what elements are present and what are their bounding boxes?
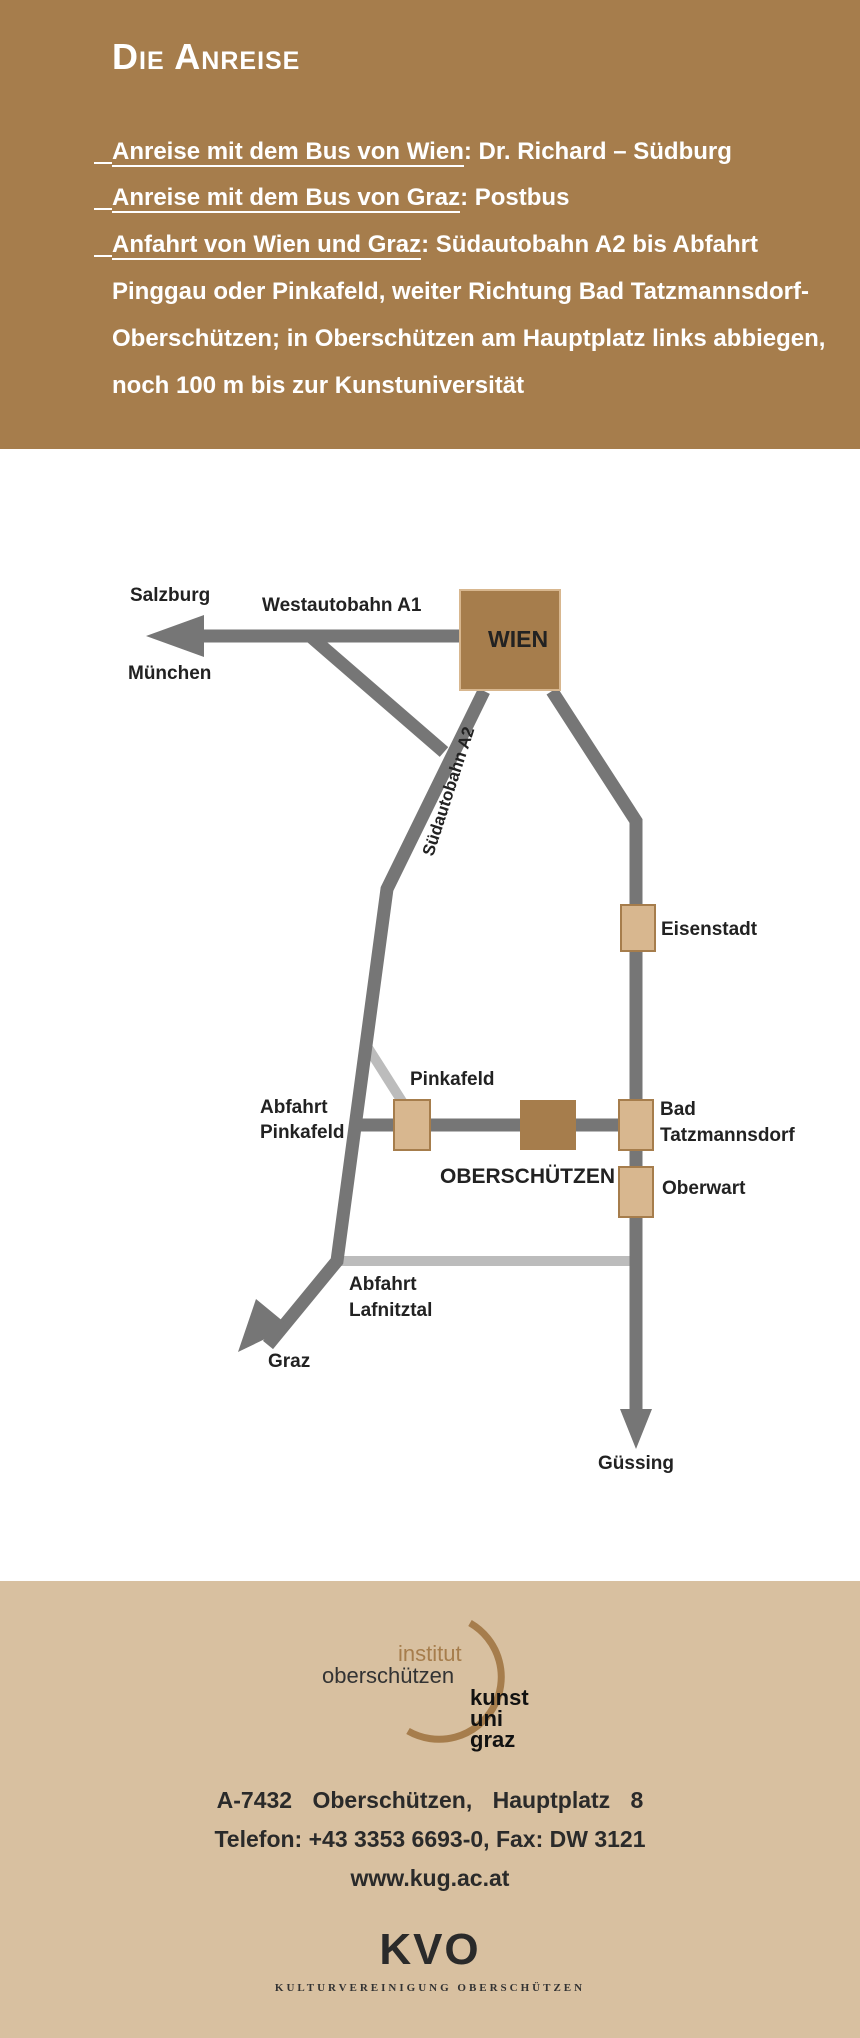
route-label: Anreise mit dem Bus von Wien — [112, 138, 464, 167]
kug-logo: institut oberschützen kunst uni graz — [322, 1619, 529, 1752]
route-bus-graz: Anreise mit dem Bus von Graz: Postbus — [112, 174, 852, 221]
arrow-salzburg — [146, 615, 204, 657]
page-title: Die Anreise — [112, 36, 301, 77]
label-abfahrt-pinkafeld-1: Abfahrt — [260, 1097, 328, 1118]
route-rule — [94, 162, 112, 164]
logo-institut: institut — [398, 1641, 462, 1666]
kvo-name: KULTURVEREINIGUNG OBERSCHÜTZEN — [274, 1982, 586, 1994]
route-map-svg: Salzburg München Westautobahn A1 WIEN Sü… — [128, 585, 795, 1474]
road-suedautobahn — [262, 688, 490, 1350]
label-salzburg: Salzburg — [130, 585, 210, 606]
kvo-logo-text: KVO — [379, 1925, 480, 1974]
arrow-graz — [238, 1299, 290, 1352]
label-oberwart: Oberwart — [662, 1178, 746, 1199]
route-rule — [94, 208, 112, 210]
wien-box — [459, 589, 561, 691]
label-pinkafeld: Pinkafeld — [410, 1069, 494, 1090]
phone-line: Telefon: +43 3353 6693-0, Fax: DW 3121 — [214, 1826, 646, 1852]
road-a1-a2-link — [305, 631, 449, 757]
header-band: Die Anreise Anreise mit dem Bus von Wien… — [0, 0, 860, 449]
oberwart-box — [618, 1166, 654, 1218]
bad-tatzmannsdorf-box — [618, 1099, 654, 1151]
logo-oberschuetzen: oberschützen — [322, 1663, 454, 1688]
route-rule — [94, 255, 112, 257]
label-wien: WIEN — [488, 626, 548, 652]
label-muenchen: München — [128, 663, 211, 684]
route-text: : Dr. Richard – Südburg — [463, 138, 732, 165]
kvo-logo: KVO — [379, 1925, 480, 1974]
label-guessing: Güssing — [598, 1453, 674, 1474]
label-westautobahn: Westautobahn A1 — [262, 595, 422, 616]
logo-graz: graz — [470, 1727, 515, 1752]
footer-band: institut oberschützen kunst uni graz A-7… — [0, 1581, 860, 2038]
eisenstadt-box — [620, 904, 656, 952]
route-text: : Südautobahn A2 bis Abfahrt Pinggau ode… — [112, 231, 826, 399]
logo-kunst: kunst — [470, 1685, 529, 1710]
website-link[interactable]: www.kug.ac.at — [350, 1865, 510, 1891]
label-abfahrt-lafnitztal-1: Abfahrt — [349, 1274, 417, 1295]
route-car: Anfahrt von Wien und Graz: Südautobahn A… — [112, 221, 852, 409]
route-bus-wien: Anreise mit dem Bus von Wien: Dr. Richar… — [112, 128, 852, 175]
oberschuetzen-box — [520, 1100, 576, 1150]
route-text: : Postbus — [460, 184, 570, 211]
route-label: Anreise mit dem Bus von Graz — [112, 184, 461, 213]
arrow-guessing — [620, 1409, 652, 1449]
route-map: Salzburg München Westautobahn A1 WIEN Sü… — [0, 449, 860, 1581]
label-oberschuetzen: OBERSCHÜTZEN — [440, 1165, 615, 1188]
pinkafeld-box — [393, 1099, 431, 1151]
label-graz: Graz — [268, 1351, 310, 1372]
label-abfahrt-lafnitztal-2: Lafnitztal — [349, 1300, 432, 1321]
label-abfahrt-pinkafeld-2: Pinkafeld — [260, 1122, 344, 1143]
logo-arc — [406, 1619, 505, 1743]
label-bad-2: Tatzmannsdorf — [660, 1125, 795, 1146]
road-wien-eisenstadt — [546, 687, 643, 1414]
logo-uni: uni — [470, 1706, 503, 1731]
label-bad-1: Bad — [660, 1099, 696, 1120]
route-label: Anfahrt von Wien und Graz — [112, 231, 422, 260]
address-line: A-7432 Oberschützen, Hauptplatz 8 — [216, 1787, 644, 1813]
label-eisenstadt: Eisenstadt — [661, 919, 758, 940]
